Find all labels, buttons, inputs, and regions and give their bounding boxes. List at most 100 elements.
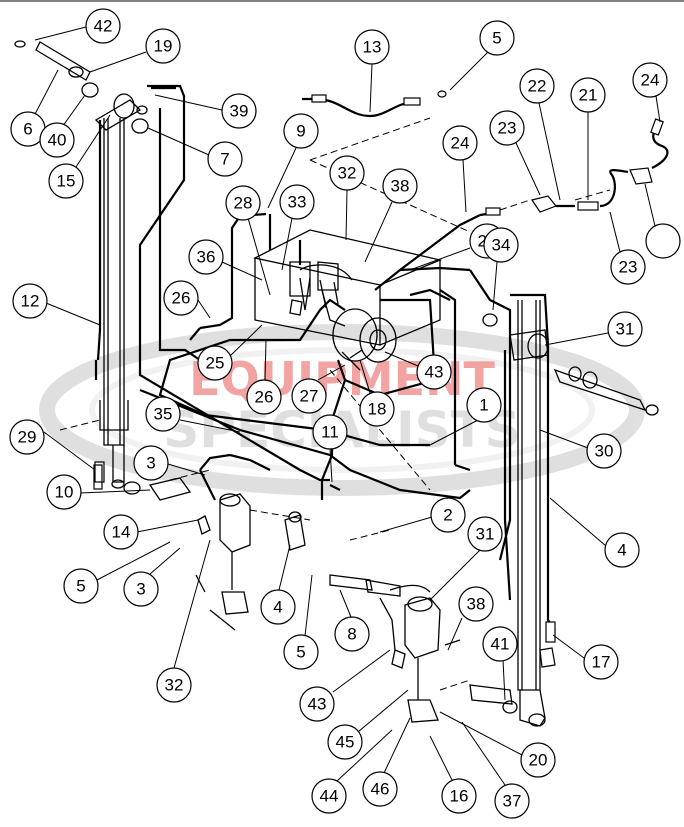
callout-17: 45 bbox=[327, 689, 409, 760]
svg-text:4: 4 bbox=[273, 598, 282, 617]
svg-text:44: 44 bbox=[320, 787, 339, 806]
callout-19: 19 bbox=[89, 28, 181, 73]
callout-45: 44 bbox=[311, 729, 393, 814]
svg-text:36: 36 bbox=[197, 248, 216, 267]
svg-text:26: 26 bbox=[255, 388, 274, 407]
callout-3-upper: 10 bbox=[46, 474, 151, 510]
right-mount bbox=[379, 584, 518, 723]
svg-text:8: 8 bbox=[347, 625, 356, 644]
svg-text:27: 27 bbox=[300, 387, 319, 406]
callout-5-left: 3 bbox=[123, 547, 181, 607]
svg-text:1: 1 bbox=[479, 396, 488, 415]
hose-29 bbox=[199, 453, 271, 501]
callout-24-right: 24 bbox=[632, 62, 668, 123]
callout-32-top: 32 bbox=[329, 155, 365, 241]
callout-29: 3 bbox=[133, 445, 206, 481]
callout-30: 29 bbox=[9, 419, 96, 471]
callout-25: 26 bbox=[246, 339, 282, 415]
callout-37: 20 bbox=[439, 711, 556, 778]
svg-text:2: 2 bbox=[443, 506, 452, 525]
hose-13 bbox=[302, 90, 447, 118]
svg-text:42: 42 bbox=[94, 17, 113, 36]
svg-text:46: 46 bbox=[371, 780, 390, 799]
callouts: 42 19 6 40 15 39 bbox=[9, 8, 681, 819]
right-cylinder bbox=[482, 300, 659, 727]
callout-39: 39 bbox=[154, 93, 257, 129]
left-cylinder bbox=[14, 40, 149, 489]
svg-text:14: 14 bbox=[112, 523, 131, 542]
callout-26-middle: 25 bbox=[197, 324, 263, 381]
callout-9-upper: 9 bbox=[267, 113, 319, 209]
left-mount bbox=[123, 477, 401, 631]
callout-5-top: 5 bbox=[449, 20, 515, 91]
callout-24-center: 24 bbox=[442, 125, 478, 213]
callout-2: 31 bbox=[429, 516, 503, 601]
callout-15: 15 bbox=[48, 114, 111, 199]
callout-32-lower: 43 bbox=[299, 649, 391, 722]
callout-46: 16 bbox=[429, 735, 477, 814]
callout-18: 43 bbox=[384, 351, 452, 390]
callout-11: 1 bbox=[429, 387, 502, 446]
svg-text:43: 43 bbox=[308, 695, 327, 714]
svg-text:37: 37 bbox=[503, 792, 522, 811]
svg-text:31: 31 bbox=[476, 525, 495, 544]
svg-text:38: 38 bbox=[467, 595, 486, 614]
callout-8: 38 bbox=[447, 586, 494, 651]
callout-44: 46 bbox=[362, 717, 411, 807]
callout-23-lower bbox=[644, 183, 681, 259]
svg-text:10: 10 bbox=[55, 483, 74, 502]
callout-26-lower: 27 bbox=[291, 364, 346, 414]
callout-43-lower: 41 bbox=[482, 626, 518, 701]
callout-7: 7 bbox=[147, 127, 243, 177]
callout-34: 31 bbox=[544, 311, 643, 347]
callout-35: 11 bbox=[312, 414, 348, 483]
svg-text:23: 23 bbox=[498, 119, 517, 138]
callout-27: 18 bbox=[359, 359, 395, 427]
svg-text:29: 29 bbox=[18, 428, 37, 447]
svg-text:7: 7 bbox=[220, 150, 229, 169]
svg-text:32: 32 bbox=[165, 676, 184, 695]
svg-text:11: 11 bbox=[321, 423, 339, 442]
callout-16: 37 bbox=[461, 721, 530, 819]
svg-text:24: 24 bbox=[451, 134, 470, 153]
svg-text:15: 15 bbox=[57, 172, 76, 191]
svg-text:41: 41 bbox=[491, 635, 510, 654]
fitting-30 bbox=[93, 464, 103, 490]
callout-31-left: 12 bbox=[12, 283, 101, 326]
svg-text:5: 5 bbox=[492, 29, 501, 48]
callout-38-lower: 32 bbox=[156, 539, 211, 703]
svg-text:32: 32 bbox=[338, 164, 357, 183]
callout-33: 33 bbox=[279, 184, 315, 271]
svg-text:16: 16 bbox=[450, 787, 469, 806]
svg-text:17: 17 bbox=[592, 653, 611, 672]
svg-text:3: 3 bbox=[136, 580, 145, 599]
svg-text:45: 45 bbox=[336, 733, 355, 752]
callout-41: 17 bbox=[552, 634, 619, 680]
callout-40: 40 bbox=[39, 94, 86, 158]
callout-14: 2 bbox=[379, 497, 466, 533]
svg-text:25: 25 bbox=[206, 354, 225, 373]
svg-text:28: 28 bbox=[234, 194, 253, 213]
callout-5-lower: 8 bbox=[334, 589, 370, 652]
svg-text:18: 18 bbox=[368, 400, 387, 419]
svg-text:39: 39 bbox=[230, 102, 249, 121]
callout-43-upper: 34 bbox=[483, 227, 519, 311]
hose-right bbox=[503, 293, 556, 668]
callout-21: 21 bbox=[570, 77, 606, 200]
callout-12: 35 bbox=[145, 396, 241, 433]
svg-text:26: 26 bbox=[172, 289, 191, 308]
svg-text:22: 22 bbox=[528, 77, 547, 96]
svg-text:30: 30 bbox=[595, 442, 614, 461]
svg-text:38: 38 bbox=[391, 177, 410, 196]
svg-text:12: 12 bbox=[21, 292, 40, 311]
svg-text:43: 43 bbox=[425, 363, 444, 382]
callout-1: 30 bbox=[539, 429, 622, 469]
callout-38-top: 38 bbox=[364, 168, 418, 263]
callout-31-right: 4 bbox=[549, 497, 640, 568]
callout-13: 13 bbox=[354, 29, 390, 113]
callout-36: 26 bbox=[163, 280, 211, 319]
svg-text:23: 23 bbox=[619, 258, 638, 277]
svg-text:5: 5 bbox=[296, 643, 305, 662]
svg-text:20: 20 bbox=[529, 751, 548, 770]
callout-42: 42 bbox=[34, 8, 121, 44]
